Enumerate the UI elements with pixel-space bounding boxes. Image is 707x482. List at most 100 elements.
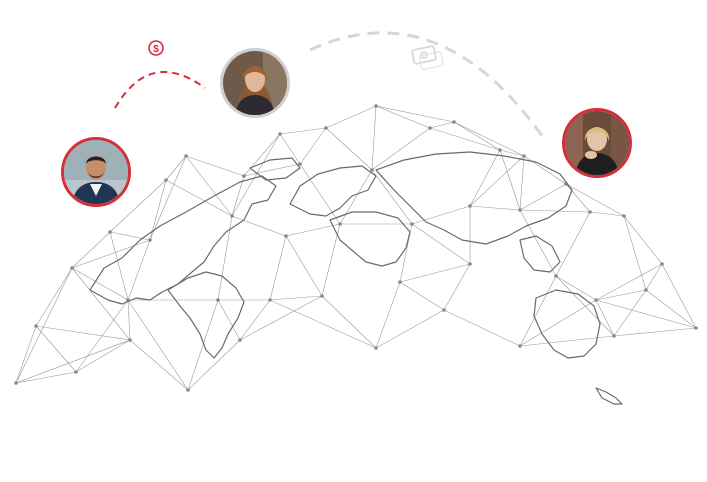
mesh-line — [589, 211, 625, 217]
mesh-line — [411, 205, 471, 225]
payment-flow-arc-red — [114, 71, 206, 109]
mesh-line — [35, 267, 73, 327]
mesh-line — [429, 121, 455, 129]
mesh-line — [523, 155, 567, 185]
mesh-line — [75, 339, 131, 373]
mesh-line — [399, 281, 445, 311]
mesh-line — [661, 263, 697, 329]
mesh-node — [230, 214, 234, 218]
mesh-node — [522, 154, 526, 158]
mesh-node — [468, 262, 472, 266]
mesh-line — [595, 289, 647, 301]
mesh-line — [519, 183, 567, 211]
mesh-line — [243, 133, 281, 177]
continent-africa — [329, 211, 411, 267]
mesh-line — [109, 231, 151, 241]
mesh-line — [321, 295, 377, 349]
mesh-line — [285, 235, 323, 297]
mesh-line — [453, 121, 525, 157]
mesh-line — [269, 235, 287, 301]
mesh-node — [518, 344, 522, 348]
mesh-line — [35, 325, 77, 373]
mesh-line — [71, 267, 131, 341]
mesh-line — [339, 169, 373, 225]
mesh-node — [594, 298, 598, 302]
mesh-line — [565, 183, 625, 217]
mesh-node — [320, 294, 324, 298]
mesh-line — [231, 133, 281, 217]
mesh-node — [374, 104, 378, 108]
mesh-node — [428, 126, 432, 130]
mesh-node — [442, 308, 446, 312]
mesh-line — [375, 281, 401, 349]
mesh-line — [109, 179, 167, 233]
mesh-node — [70, 266, 74, 270]
mesh-line — [623, 215, 647, 291]
mesh-line — [411, 223, 471, 265]
mesh-node — [278, 132, 282, 136]
mesh-line — [519, 299, 597, 347]
continent-asia — [375, 151, 573, 245]
mesh-node — [622, 214, 626, 218]
mesh-line — [217, 215, 233, 301]
mesh-node — [34, 324, 38, 328]
mesh-line — [127, 299, 131, 341]
mesh-line — [149, 155, 187, 241]
mesh-line — [239, 295, 323, 341]
continent-australia — [533, 289, 601, 359]
mesh-line — [443, 263, 471, 311]
mesh-line — [469, 149, 501, 207]
mesh-line — [595, 299, 615, 337]
mesh-line — [165, 179, 233, 217]
mesh-line — [519, 155, 525, 211]
payment-flow-arc-gray — [309, 31, 547, 141]
mesh-line — [375, 309, 445, 349]
avatar-recipient-woman — [562, 108, 632, 178]
mesh-line — [375, 105, 455, 123]
mesh-line — [129, 339, 189, 391]
mesh-node — [374, 346, 378, 350]
mesh-line — [71, 267, 129, 301]
banknote-icon — [411, 45, 444, 70]
network-nodes — [14, 104, 698, 392]
mesh-node — [644, 288, 648, 292]
mesh-line — [371, 127, 431, 171]
mesh-line — [623, 215, 663, 265]
mesh-node — [298, 162, 302, 166]
mesh-line — [269, 299, 377, 349]
mesh-line — [555, 211, 591, 277]
mesh-line — [15, 371, 77, 384]
mesh-line — [469, 205, 521, 211]
mesh-line — [71, 231, 111, 269]
mesh-line — [371, 169, 413, 225]
continent-southeast-asia — [519, 235, 561, 273]
mesh-line — [71, 239, 151, 269]
mesh-node — [216, 298, 220, 302]
mesh-line — [149, 179, 167, 241]
mesh-node — [694, 326, 698, 330]
mesh-node — [128, 338, 132, 342]
mesh-node — [164, 178, 168, 182]
mesh-node — [398, 280, 402, 284]
mesh-line — [185, 155, 245, 177]
mesh-line — [595, 263, 663, 301]
network-mesh — [15, 105, 697, 391]
avatar-intermediary-woman — [220, 48, 290, 118]
mesh-node — [148, 238, 152, 242]
mesh-line — [519, 209, 557, 277]
continent-europe — [289, 165, 377, 217]
mesh-line — [217, 299, 241, 341]
mesh-line — [555, 275, 597, 301]
mesh-line — [325, 127, 373, 171]
mesh-node — [468, 204, 472, 208]
mesh-line — [371, 105, 377, 171]
mesh-node — [238, 338, 242, 342]
mesh-line — [269, 295, 323, 301]
mesh-line — [187, 339, 241, 391]
mesh-line — [325, 105, 377, 129]
mesh-node — [452, 120, 456, 124]
mesh-line — [613, 289, 647, 337]
mesh-line — [299, 127, 327, 165]
mesh-node — [242, 174, 246, 178]
